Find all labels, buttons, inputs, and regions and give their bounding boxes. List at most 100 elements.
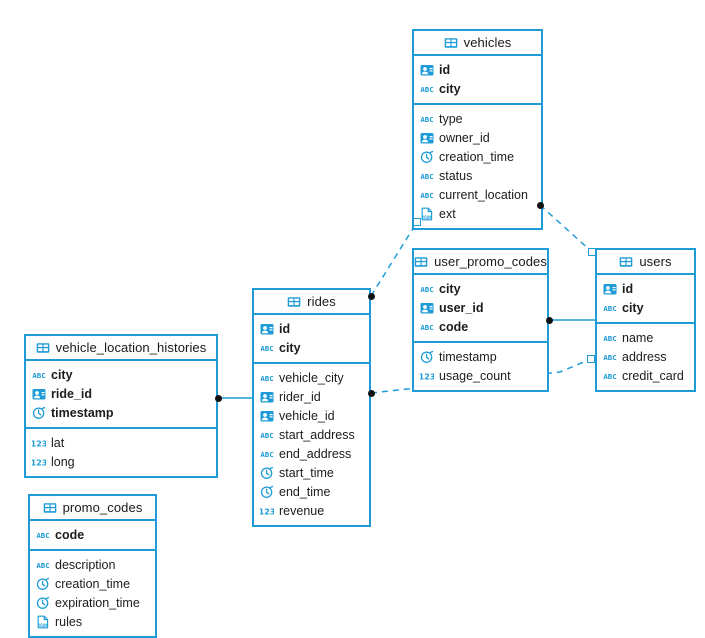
field-label: id — [622, 281, 634, 296]
primary-key-field-users-id[interactable]: id — [597, 279, 694, 298]
id-card-icon — [420, 301, 434, 315]
field-label: ext — [439, 206, 456, 221]
entity-title-bar-promo_codes[interactable]: promo_codes — [30, 496, 155, 521]
entity-title-bar-users[interactable]: users — [597, 250, 694, 275]
table-field-user_promo_codes-timestamp[interactable]: timestamp — [414, 347, 547, 366]
abc-text-icon: ABC — [260, 341, 274, 355]
svg-text:ABC: ABC — [603, 353, 616, 362]
abc-text-icon: ABC — [420, 112, 434, 126]
relationship-endpoint-dot-user-promo-codes-to-users[interactable] — [545, 316, 553, 324]
table-field-promo_codes-expiration_time[interactable]: expiration_time — [30, 593, 155, 612]
table-field-rides-start_time[interactable]: start_time — [254, 463, 369, 482]
relationship-endpoint-dot-vehicles-to-users[interactable] — [536, 201, 544, 209]
entity-name: vehicles — [463, 35, 512, 50]
field-label: long — [51, 454, 75, 469]
relationship-line-rides-to-vehicles[interactable] — [370, 221, 418, 297]
relationship-endpoint-square-rides-to-vehicles[interactable] — [413, 218, 421, 226]
table-field-promo_codes-creation_time[interactable]: creation_time — [30, 574, 155, 593]
entity-title-bar-rides[interactable]: rides — [254, 290, 369, 315]
field-label: user_id — [439, 300, 484, 315]
entity-title-bar-vehicles[interactable]: vehicles — [414, 31, 541, 56]
relationship-endpoint-square-rides-to-users[interactable] — [587, 355, 595, 363]
svg-text:123: 123 — [260, 507, 274, 516]
relationship-endpoint-dot-rides-to-vehicles[interactable] — [367, 292, 375, 300]
svg-text:ABC: ABC — [420, 85, 433, 94]
table-field-rides-rider_id[interactable]: rider_id — [254, 387, 369, 406]
abc-text-icon: ABC — [260, 371, 274, 385]
entity-name: user_promo_codes — [434, 254, 547, 269]
field-label: end_time — [279, 484, 331, 499]
table-field-rides-vehicle_id[interactable]: vehicle_id — [254, 406, 369, 425]
entity-title-bar-user_promo_codes[interactable]: user_promo_codes — [414, 250, 547, 275]
table-field-rides-end_time[interactable]: end_time — [254, 482, 369, 501]
svg-text:ABC: ABC — [420, 172, 433, 181]
field-label: city — [439, 281, 461, 296]
clock-icon — [260, 485, 274, 499]
primary-key-field-vehicle_location_histories-timestamp[interactable]: timestamp — [26, 403, 216, 422]
table-field-vehicles-owner_id[interactable]: owner_id — [414, 128, 541, 147]
field-label: id — [279, 321, 291, 336]
table-grid-icon — [36, 341, 50, 355]
field-label: vehicle_id — [279, 408, 335, 423]
primary-key-field-rides-id[interactable]: id — [254, 319, 369, 338]
primary-key-field-vehicle_location_histories-ride_id[interactable]: ride_id — [26, 384, 216, 403]
entity-title-bar-vehicle_location_histories[interactable]: vehicle_location_histories — [26, 336, 216, 361]
table-field-rides-vehicle_city[interactable]: ABC vehicle_city — [254, 368, 369, 387]
table-grid-icon — [287, 295, 301, 309]
svg-text:ABC: ABC — [260, 450, 273, 459]
svg-text:ABC: ABC — [603, 334, 616, 343]
table-grid-icon — [414, 255, 428, 269]
primary-key-field-vehicles-id[interactable]: id — [414, 60, 541, 79]
relationship-endpoint-dot-rides-to-users[interactable] — [367, 389, 375, 397]
relationship-endpoint-dot-vehicle-location-histories-to-rides[interactable] — [214, 394, 222, 402]
field-label: vehicle_city — [279, 370, 344, 385]
id-card-icon — [420, 131, 434, 145]
relationship-line-vehicles-to-users[interactable] — [539, 204, 593, 253]
field-label: city — [439, 81, 461, 96]
relationship-endpoint-square-vehicles-to-users[interactable] — [588, 248, 596, 256]
id-card-icon — [32, 387, 46, 401]
abc-text-icon: ABC — [32, 368, 46, 382]
primary-key-field-vehicles-city[interactable]: ABC city — [414, 79, 541, 98]
primary-key-field-user_promo_codes-user_id[interactable]: user_id — [414, 298, 547, 317]
field-label: rider_id — [279, 389, 321, 404]
json-file-icon: JSON — [36, 615, 50, 629]
abc-text-icon: ABC — [36, 528, 50, 542]
id-card-icon — [260, 409, 274, 423]
table-field-vehicles-creation_time[interactable]: creation_time — [414, 147, 541, 166]
